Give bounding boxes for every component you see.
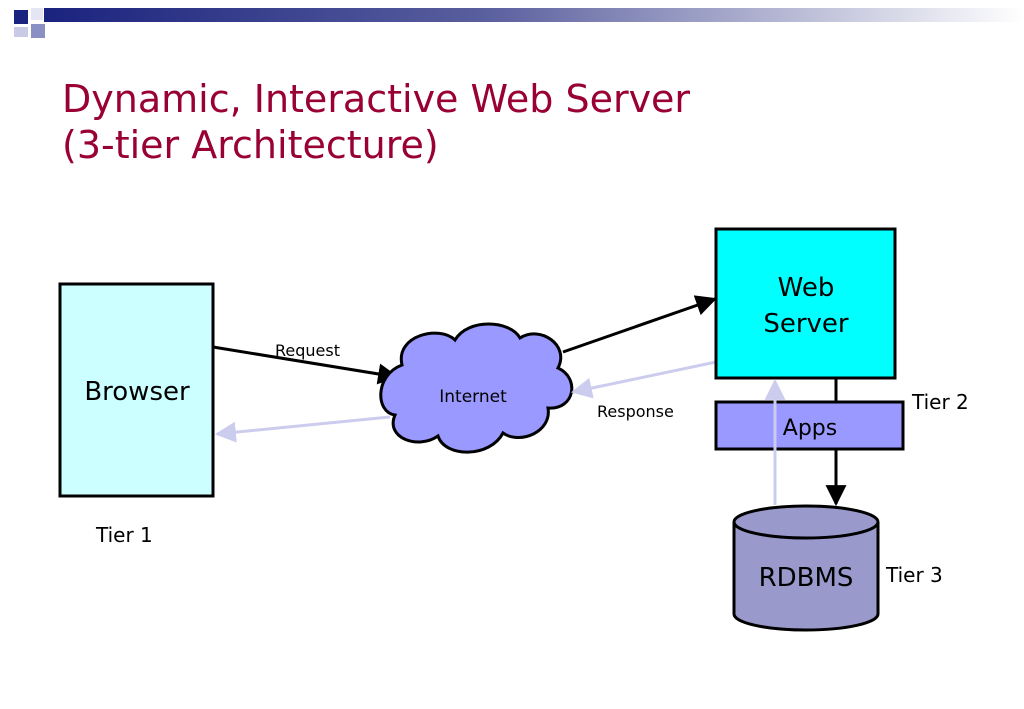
apps-label: Apps (783, 416, 837, 441)
slide-title: Dynamic, Interactive Web Server (3-tier … (62, 76, 690, 168)
tier2-label: Tier 2 (911, 390, 969, 414)
header-square-2 (31, 24, 45, 38)
rdbms-cylinder-body (732, 522, 880, 632)
web-server-label-line2: Server (763, 309, 849, 339)
response-label: Response (597, 402, 674, 421)
header-gradient-bar (44, 8, 1024, 22)
rdbms-cylinder (732, 504, 880, 632)
request-label: Request (275, 341, 340, 360)
slide-title-line2: (3-tier Architecture) (62, 123, 439, 167)
internet-cloud (379, 322, 574, 454)
apps-box (714, 400, 905, 451)
browser-label: Browser (84, 377, 190, 407)
response-arrow-to-browser (214, 415, 391, 443)
response-arrow-to-internet (570, 360, 717, 399)
request-arrow (212, 345, 400, 385)
header-square-4 (31, 8, 43, 20)
rdbms-cylinder-top (732, 504, 880, 540)
header-square-1 (14, 10, 28, 24)
web-server-label-line1: Web (778, 273, 835, 303)
header-decoration (14, 8, 1024, 38)
header-square-3 (14, 27, 28, 37)
tier1-label: Tier 1 (95, 523, 153, 547)
internet-label: Internet (439, 387, 507, 407)
slide-title-line1: Dynamic, Interactive Web Server (62, 77, 691, 121)
browser-box (58, 282, 215, 498)
request-arrow-to-server (562, 295, 717, 354)
web-server-box (714, 227, 897, 380)
tier3-label: Tier 3 (885, 563, 943, 587)
rdbms-label: RDBMS (759, 563, 854, 593)
